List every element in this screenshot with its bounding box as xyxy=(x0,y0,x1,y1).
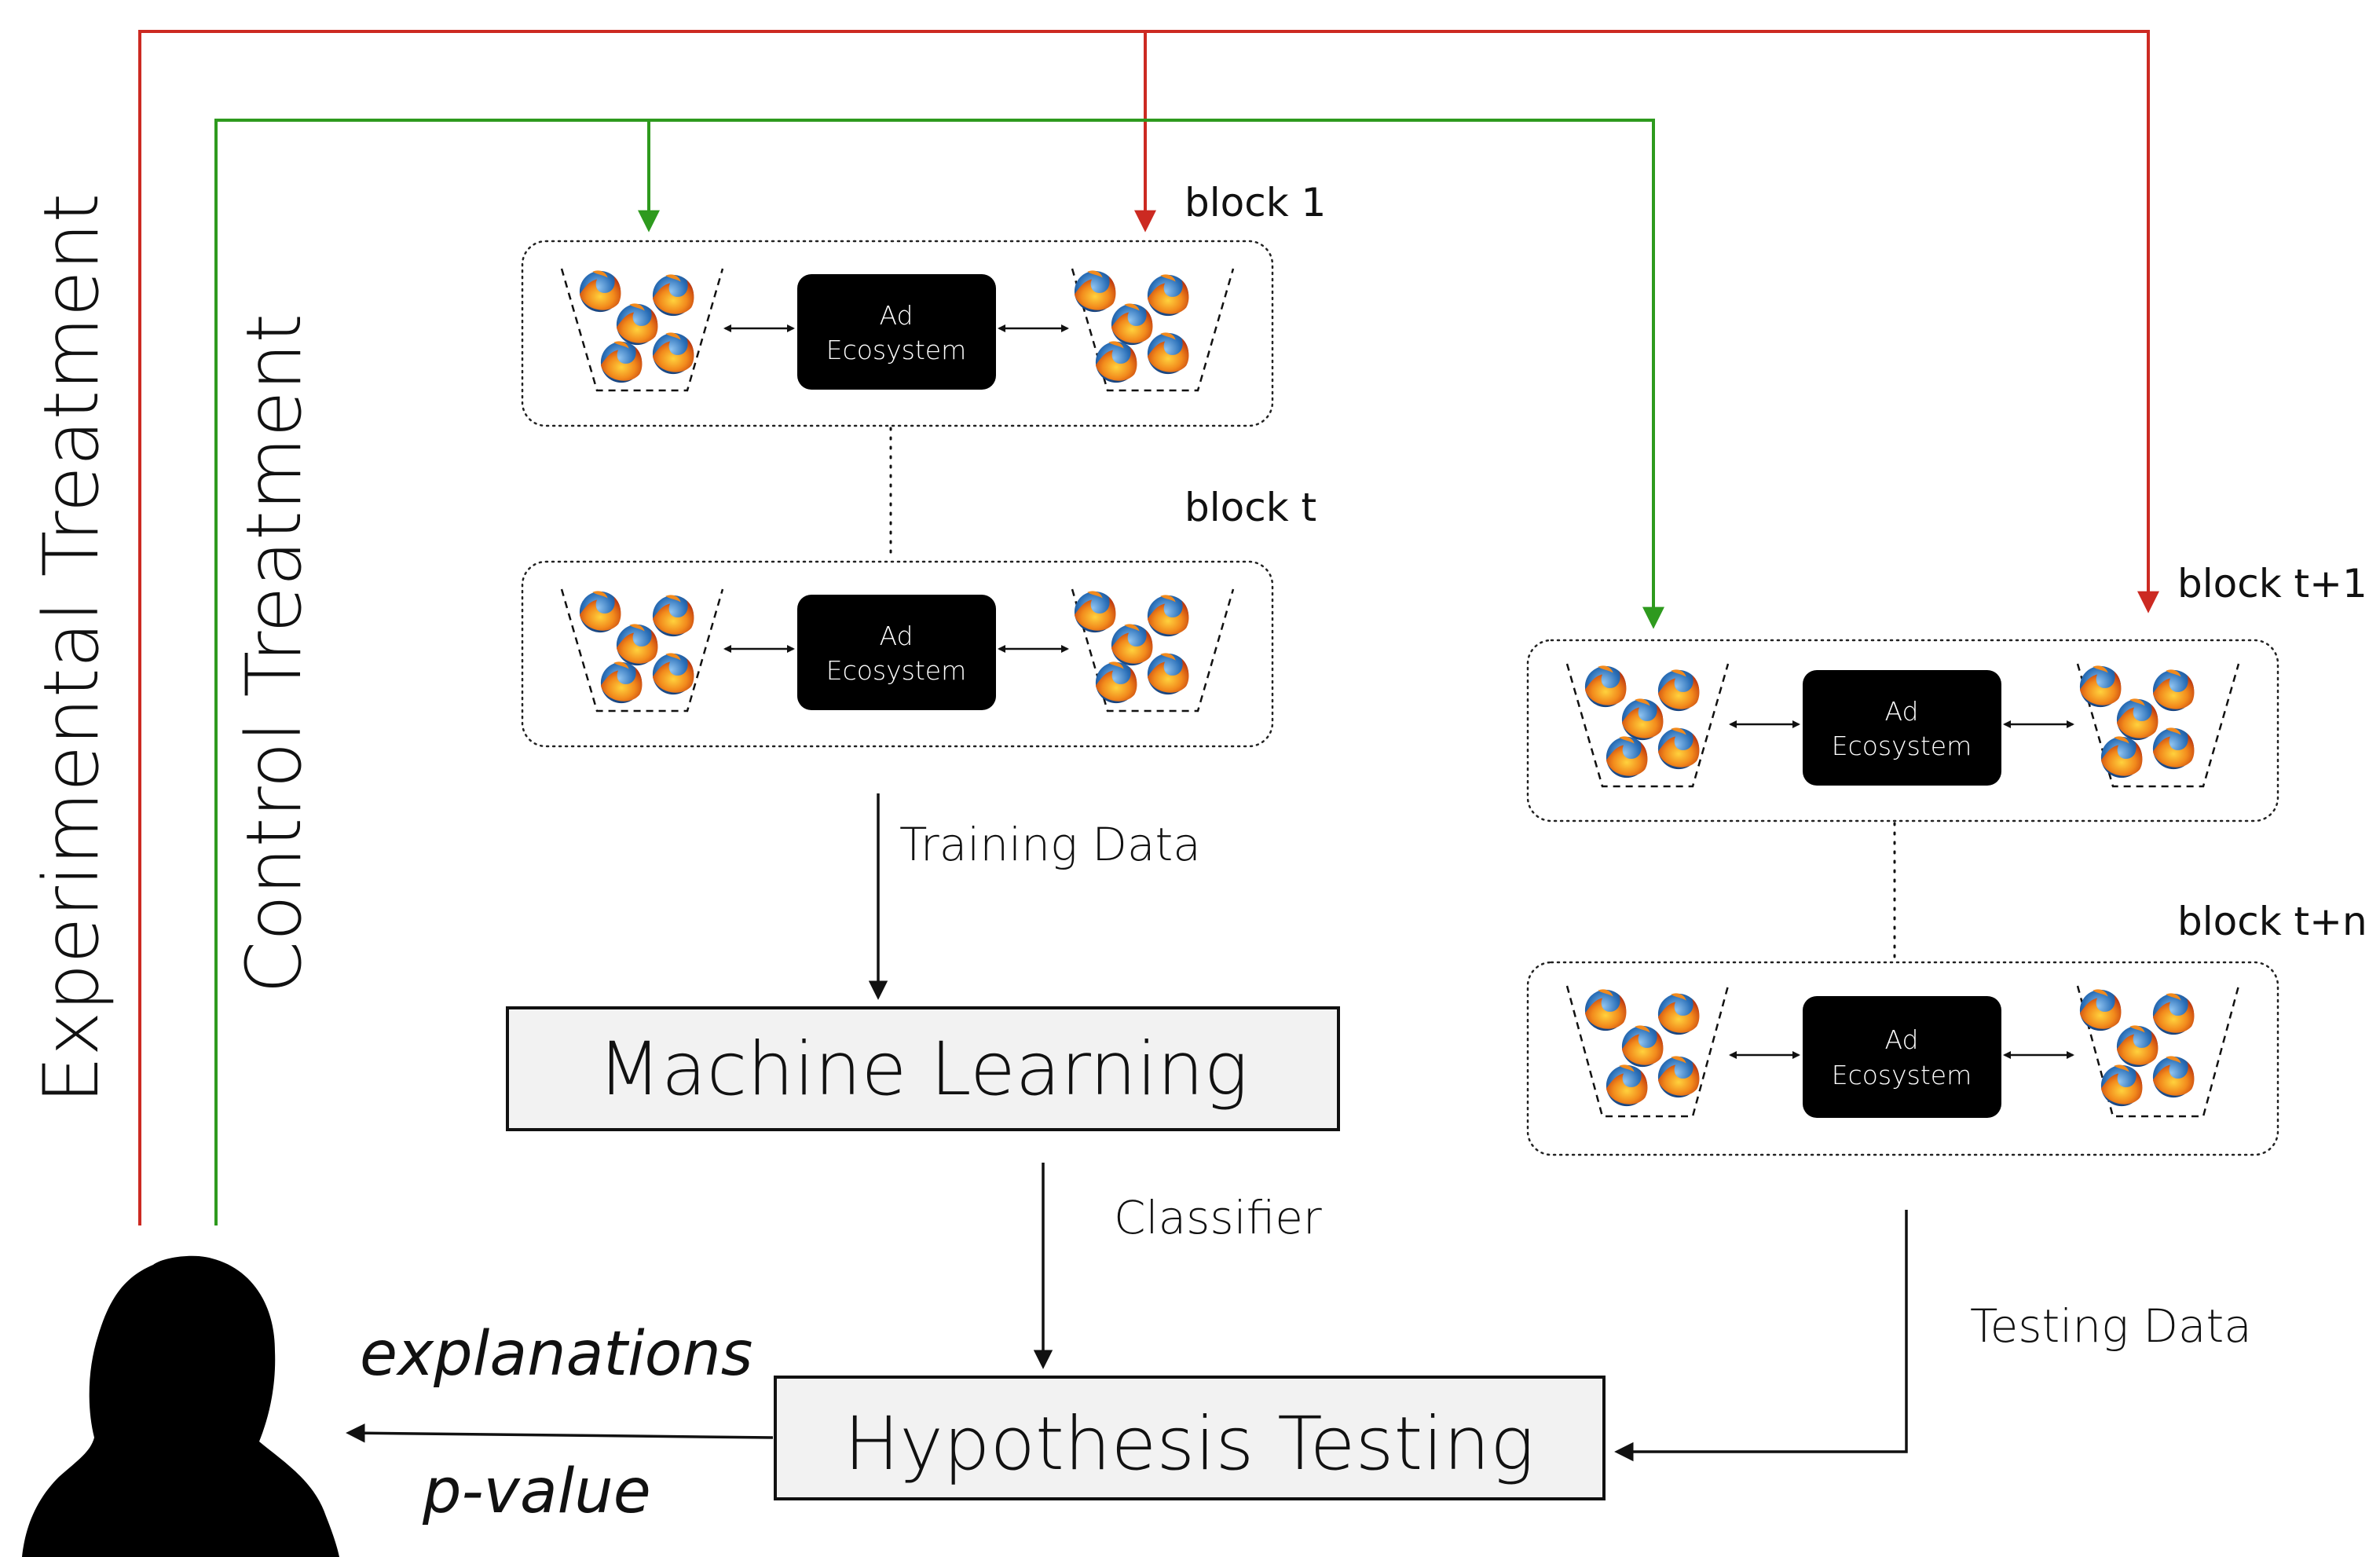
firefox-icon xyxy=(1606,736,1648,778)
block-tn-label: block t+n xyxy=(2177,899,2367,944)
hypothesis-testing-box xyxy=(774,1376,1606,1500)
firefox-icon xyxy=(1147,274,1189,317)
ad-ecosystem-line1: Ad xyxy=(880,300,914,331)
explanations-label: explanations xyxy=(360,1319,752,1390)
bucket-outline xyxy=(2076,985,2240,1118)
ad-ecosystem-line2: Ecosystem xyxy=(826,335,967,365)
testing-data-label: Testing Data xyxy=(1970,1299,2252,1353)
experimental-browser-bucket xyxy=(1071,588,1235,713)
firefox-icon xyxy=(652,653,694,695)
control-browser-bucket xyxy=(560,268,724,392)
block-frame xyxy=(1526,961,2279,1156)
firefox-icon xyxy=(1147,653,1189,695)
bucket-outline xyxy=(560,588,724,713)
block-frame xyxy=(521,560,1274,748)
firefox-icon xyxy=(1111,303,1153,346)
ad-ecosystem-line1: Ad xyxy=(1885,696,1919,727)
firefox-icon xyxy=(600,341,643,383)
firefox-icon xyxy=(2116,1025,2158,1068)
block-t-label: block t xyxy=(1185,485,1316,530)
firefox-icon xyxy=(2100,1064,2143,1107)
experimental-treatment-label: Experimental Treatment xyxy=(27,193,115,1104)
firefox-icon xyxy=(652,332,694,375)
firefox-icon xyxy=(1657,993,1700,1035)
ad-ecosystem-box xyxy=(1803,670,2001,786)
block-1: Ad Ecosystem xyxy=(521,240,1274,427)
block-t1-label: block t+1 xyxy=(2177,561,2367,606)
firefox-icon xyxy=(2152,669,2195,712)
experimental-browser-bucket xyxy=(1071,268,1235,392)
ad-ecosystem-line2: Ecosystem xyxy=(1832,1060,1972,1090)
block-t1: Ad Ecosystem xyxy=(1526,639,2279,822)
experimental-browser-bucket xyxy=(2076,985,2240,1118)
firefox-icon xyxy=(2079,989,2122,1031)
firefox-icon xyxy=(579,270,621,313)
firefox-icon xyxy=(1074,591,1116,633)
firefox-icon xyxy=(616,624,658,666)
experimental-browser-bucket xyxy=(2076,663,2240,788)
firefox-icon xyxy=(616,303,658,346)
hypothesis-testing-label: Hypothesis Testing xyxy=(844,1401,1535,1487)
control-browser-bucket xyxy=(560,588,724,713)
firefox-icon xyxy=(1584,665,1627,708)
ad-ecosystem-box xyxy=(1803,996,2001,1118)
firefox-icon xyxy=(2152,727,2195,770)
bucket-outline xyxy=(1565,663,1730,788)
machine-learning-label: Machine Learning xyxy=(598,1027,1248,1112)
firefox-icon xyxy=(579,591,621,633)
ad-ecosystem-line1: Ad xyxy=(1885,1024,1919,1055)
testing-data-arrow xyxy=(1614,1210,1908,1462)
firefox-icon xyxy=(1111,624,1153,666)
control-treatment-lines xyxy=(214,119,1664,1225)
classifier-label: Classifier xyxy=(1114,1191,1322,1244)
firefox-icon xyxy=(2152,993,2195,1035)
bucket-outline xyxy=(1071,588,1235,713)
ad-ecosystem-line2: Ecosystem xyxy=(1832,731,1972,761)
bucket-outline xyxy=(1565,985,1730,1118)
bucket-outline xyxy=(1071,268,1235,392)
bucket-outline xyxy=(560,268,724,392)
firefox-icon xyxy=(1657,727,1700,770)
person-silhouette-icon xyxy=(22,1255,339,1557)
p-value-label: p-value xyxy=(422,1456,651,1527)
firefox-icon xyxy=(1074,270,1116,313)
firefox-icon xyxy=(1621,698,1664,741)
block-tn: Ad Ecosystem xyxy=(1526,961,2279,1156)
ad-ecosystem-box xyxy=(797,274,996,390)
firefox-icon xyxy=(1147,595,1189,637)
results-arrow xyxy=(346,1423,774,1443)
firefox-icon xyxy=(652,595,694,637)
control-main-line xyxy=(214,119,1664,1225)
firefox-icon xyxy=(1657,1056,1700,1098)
firefox-icon xyxy=(2116,698,2158,741)
block-frame xyxy=(1526,639,2279,822)
firefox-icon xyxy=(652,274,694,317)
experimental-treatment-lines xyxy=(138,30,2159,1225)
machine-learning-box xyxy=(506,1006,1340,1131)
firefox-icon xyxy=(1657,669,1700,712)
block-t: Ad Ecosystem xyxy=(521,560,1274,748)
training-data-label: Training Data xyxy=(899,818,1201,871)
control-treatment-label: Control Treatment xyxy=(230,313,318,994)
firefox-icon xyxy=(1095,341,1137,383)
firefox-icon xyxy=(2152,1056,2195,1098)
block-1-label: block 1 xyxy=(1185,180,1326,225)
bucket-outline xyxy=(2076,663,2240,788)
firefox-icon xyxy=(2100,736,2143,778)
firefox-icon xyxy=(1147,332,1189,375)
firefox-icon xyxy=(600,661,643,704)
firefox-icon xyxy=(1584,989,1627,1031)
block-frame xyxy=(521,240,1274,427)
firefox-icon xyxy=(2079,665,2122,708)
control-browser-bucket xyxy=(1565,985,1730,1118)
ad-ecosystem-line1: Ad xyxy=(880,621,914,651)
control-browser-bucket xyxy=(1565,663,1730,788)
firefox-icon xyxy=(1095,661,1137,704)
ad-ecosystem-line2: Ecosystem xyxy=(826,655,967,686)
firefox-icon xyxy=(1606,1064,1648,1107)
ad-ecosystem-box xyxy=(797,595,996,710)
firefox-icon xyxy=(1621,1025,1664,1068)
